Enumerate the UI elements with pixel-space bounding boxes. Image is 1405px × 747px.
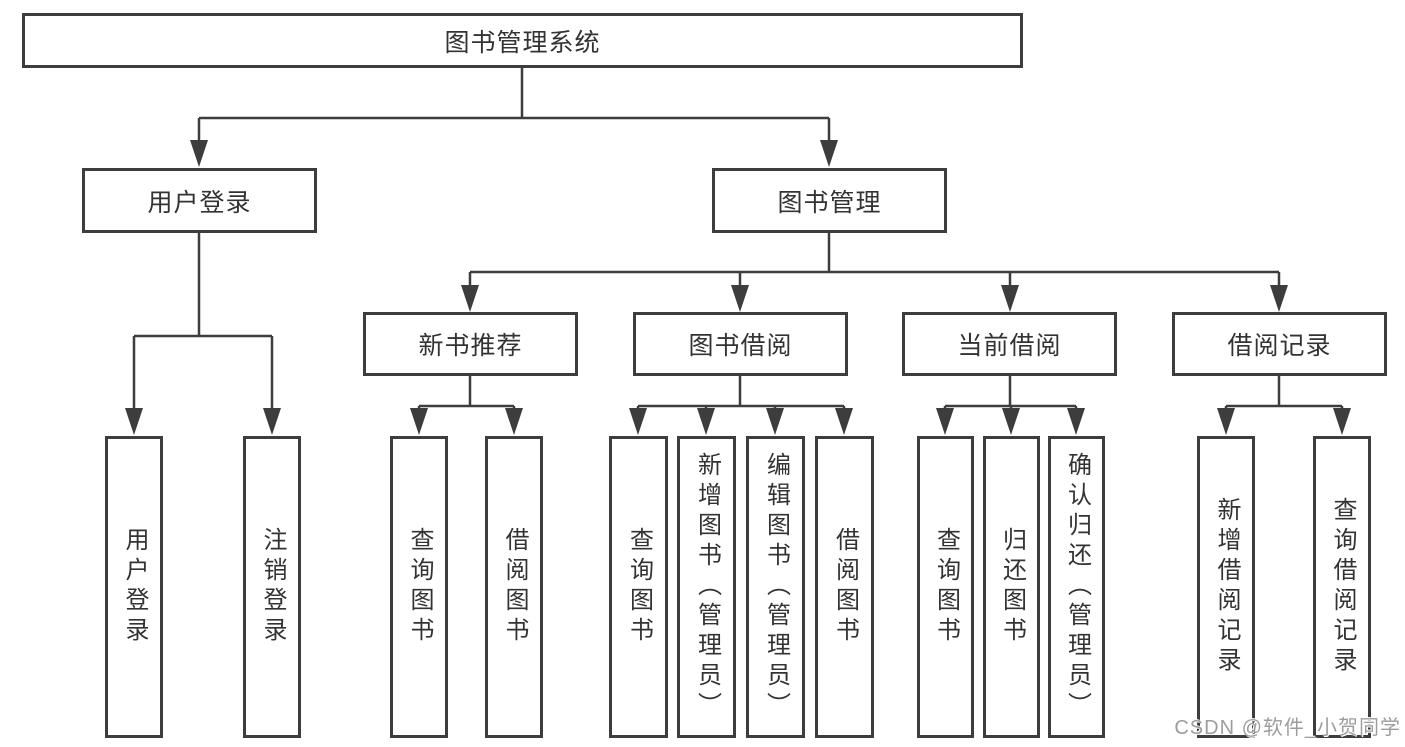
node-user-login: 用户登录	[82, 168, 317, 233]
leaf-return-books-label: 归还图书	[998, 527, 1026, 647]
leaf-user-login-label: 用户登录	[121, 527, 148, 647]
leaf-logout: 注销登录	[243, 436, 301, 738]
node-new-book-recommend: 新书推荐	[363, 312, 578, 376]
leaf-borrow-books-borrowing: 借阅图书	[815, 436, 874, 738]
leaf-query-books-current-label: 查询图书	[932, 527, 960, 647]
leaf-confirm-return-admin: 确认归还（管理员）	[1048, 436, 1105, 738]
leaf-borrow-books-borrowing-label: 借阅图书	[831, 527, 859, 647]
connector-book-mgmt-split	[468, 233, 1281, 289]
leaf-user-login: 用户登录	[105, 436, 163, 738]
leaf-add-book-admin: 新增图书（管理员）	[677, 436, 736, 738]
node-new-book-recommend-label: 新书推荐	[418, 332, 523, 360]
node-user-login-label: 用户登录	[147, 188, 252, 217]
csdn-watermark: CSDN @软件_小贺同学	[1174, 717, 1401, 739]
connector-current-borrow-split	[943, 376, 1078, 412]
node-book-management: 图书管理	[712, 168, 947, 233]
leaf-edit-book-admin: 编辑图书（管理员）	[746, 436, 805, 738]
node-borrowing-records: 借阅记录	[1172, 312, 1387, 376]
node-root-label: 图书管理系统	[444, 28, 601, 57]
connector-user-login-split	[132, 233, 274, 412]
connector-root-split	[197, 68, 831, 144]
node-book-borrowing-label: 图书借阅	[688, 332, 793, 360]
leaf-borrow-books-recommend-label: 借阅图书	[501, 527, 528, 647]
leaf-edit-book-admin-label: 编辑图书（管理员）	[762, 452, 790, 722]
connector-new-book-split	[417, 376, 516, 412]
connector-book-borrow-split	[636, 376, 846, 412]
leaf-query-borrow-record-label: 查询借阅记录	[1329, 497, 1356, 677]
node-root: 图书管理系统	[22, 13, 1023, 68]
leaf-add-borrow-record: 新增借阅记录	[1197, 436, 1255, 738]
leaf-query-borrow-record: 查询借阅记录	[1313, 436, 1371, 738]
connector-records-split	[1224, 376, 1344, 412]
leaf-query-books-recommend-label: 查询图书	[406, 527, 433, 647]
leaf-query-books-borrowing: 查询图书	[609, 436, 668, 738]
arrowheads	[125, 140, 1351, 435]
leaf-add-book-admin-label: 新增图书（管理员）	[693, 452, 721, 722]
leaf-query-books-current: 查询图书	[917, 436, 974, 738]
node-book-management-label: 图书管理	[777, 188, 882, 217]
leaf-query-books-borrowing-label: 查询图书	[625, 527, 653, 647]
node-book-borrowing: 图书借阅	[633, 312, 848, 376]
leaf-logout-label: 注销登录	[259, 527, 286, 647]
node-current-borrowing-label: 当前借阅	[957, 332, 1062, 360]
leaf-return-books: 归还图书	[983, 436, 1040, 738]
node-borrowing-records-label: 借阅记录	[1227, 332, 1332, 360]
leaf-add-borrow-record-label: 新增借阅记录	[1213, 497, 1240, 677]
node-current-borrowing: 当前借阅	[902, 312, 1117, 376]
leaf-borrow-books-recommend: 借阅图书	[485, 436, 543, 738]
leaf-confirm-return-admin-label: 确认归还（管理员）	[1063, 452, 1091, 722]
leaf-query-books-recommend: 查询图书	[390, 436, 448, 738]
